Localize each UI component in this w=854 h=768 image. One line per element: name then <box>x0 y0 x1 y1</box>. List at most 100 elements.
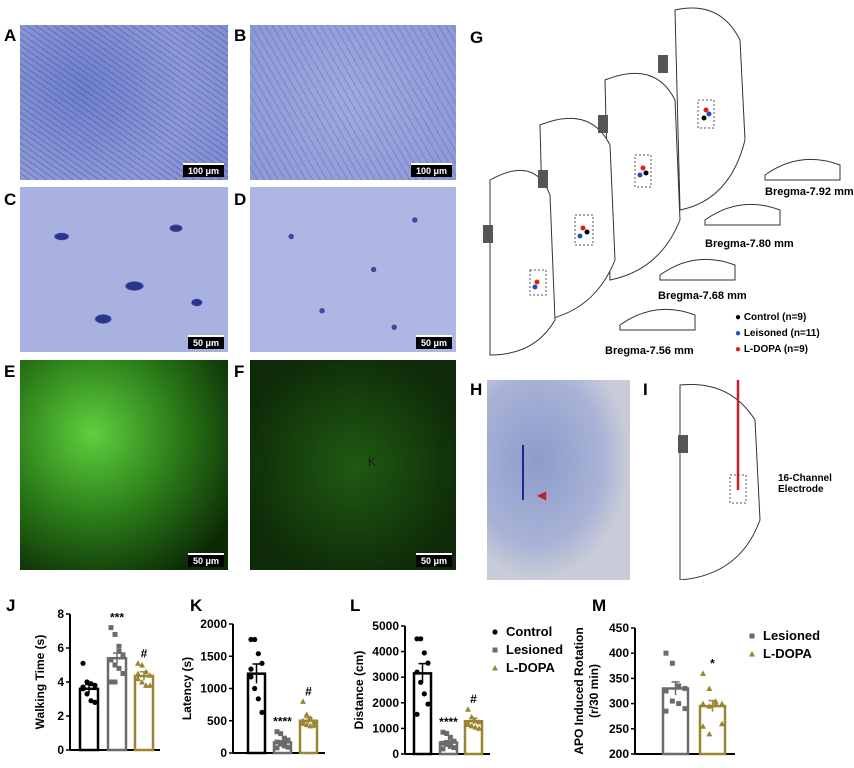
data-point <box>676 701 682 707</box>
data-point <box>311 722 317 728</box>
data-point <box>143 682 149 688</box>
y-tick-label: 1000 <box>200 682 227 696</box>
data-point <box>120 671 126 676</box>
data-point <box>259 660 265 666</box>
panel-label-l: L <box>350 596 361 615</box>
y-tick-label: 4000 <box>372 645 399 659</box>
data-point <box>700 670 706 676</box>
data-point <box>248 636 254 643</box>
significance-label: # <box>470 692 477 706</box>
data-point <box>440 746 446 752</box>
data-point <box>425 701 431 707</box>
significance-label: # <box>141 646 148 660</box>
data-point <box>414 711 420 717</box>
data-point <box>88 681 94 687</box>
y-tick-label: 6 <box>57 641 64 655</box>
data-point <box>147 682 153 688</box>
data-point <box>259 709 265 715</box>
data-point <box>719 720 725 727</box>
legend-item: ● Control (n=9) <box>735 312 807 323</box>
data-point <box>468 713 475 720</box>
y-tick-label: 1500 <box>200 649 227 663</box>
panel-label-k: K <box>190 596 203 615</box>
data-point <box>92 699 98 706</box>
data-point <box>706 685 713 691</box>
panel-label-h: H <box>470 380 483 399</box>
data-point <box>440 729 446 735</box>
data-point <box>447 742 453 748</box>
data-point <box>274 745 280 751</box>
bar-lesioned <box>661 687 690 756</box>
data-point <box>669 698 675 704</box>
data-point <box>451 745 457 751</box>
atlas-section-2 <box>604 72 681 281</box>
panel-label-e: E <box>4 362 16 381</box>
panel-label-f: F <box>234 362 245 381</box>
data-point <box>248 666 254 672</box>
y-tick-label: 5000 <box>372 619 399 633</box>
y-tick-label: 500 <box>207 714 227 728</box>
data-point <box>719 700 725 707</box>
arrowhead-icon: ◀ <box>537 488 547 502</box>
panel-label-c: C <box>4 190 17 209</box>
electrode-placement-diagram <box>678 380 761 580</box>
data-point <box>285 737 291 743</box>
bregma-label: Bregma-7.80 mm <box>705 238 794 250</box>
image-mark: K <box>368 455 377 469</box>
data-point <box>274 739 280 745</box>
data-point <box>682 706 688 712</box>
data-point <box>281 735 287 741</box>
y-tick-label: 200 <box>609 747 629 761</box>
data-point <box>135 670 141 676</box>
significance-label: # <box>305 684 312 698</box>
data-point <box>444 731 450 737</box>
y-tick-label: 350 <box>609 671 629 685</box>
scale-bar: 50 μm <box>415 335 452 349</box>
data-point <box>700 700 706 707</box>
y-tick-label: 8 <box>57 607 64 621</box>
data-point <box>682 685 688 691</box>
legend-label: Control <box>506 624 552 639</box>
data-point <box>255 651 261 657</box>
data-point <box>300 698 306 704</box>
data-point <box>80 686 86 692</box>
data-point <box>303 721 310 728</box>
electrode-track <box>522 445 524 500</box>
significance-label: *** <box>110 611 124 625</box>
data-point <box>663 688 669 694</box>
data-point <box>676 683 682 689</box>
data-point <box>143 668 149 675</box>
y-tick-label: 0 <box>392 747 399 761</box>
data-point <box>92 682 98 689</box>
y-tick-label: 250 <box>609 722 629 736</box>
data-point <box>84 691 90 697</box>
data-point <box>311 719 317 725</box>
y-axis-label: (r/30 min) <box>587 664 601 718</box>
fluorescence-image-e: 50 μm <box>20 360 228 570</box>
panel-label-b: B <box>234 26 247 45</box>
atlas-sections-diagram <box>483 7 841 356</box>
nissl-image-a: 100 μm <box>20 25 228 180</box>
y-axis-label: Walking Time (s) <box>33 635 47 730</box>
data-point <box>706 703 713 709</box>
y-tick-label: 1000 <box>372 721 399 735</box>
data-point <box>414 669 420 675</box>
data-point <box>492 629 498 635</box>
sagittal-thumbnails <box>619 158 841 331</box>
legend-item: ● Leisoned (n=11) <box>735 328 820 339</box>
panel-label-j: J <box>6 596 16 615</box>
data-point <box>465 721 471 728</box>
panel-label-d: D <box>234 190 247 209</box>
nissl-image-b: 100 μm <box>250 25 456 180</box>
data-point <box>476 719 482 725</box>
data-point <box>274 729 280 735</box>
legend-label: L-DOPA <box>506 660 555 675</box>
nissl-image-d: 50 μm <box>250 187 456 352</box>
y-tick-label: 450 <box>609 621 629 635</box>
atlas-section-4 <box>489 169 556 356</box>
data-point <box>112 631 118 637</box>
